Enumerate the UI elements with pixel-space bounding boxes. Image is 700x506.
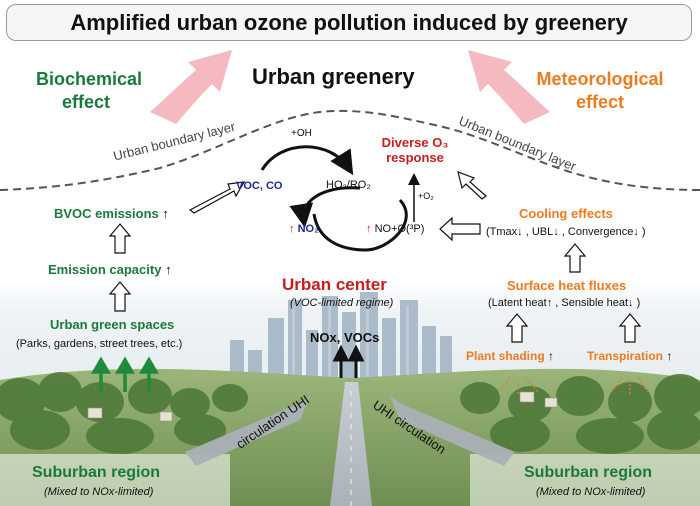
- transpiration-up-arrow-icon: ↑: [663, 349, 673, 363]
- biochemical-effect-label: Biochemical effect: [36, 69, 143, 112]
- voc-co-label: VOC, CO: [236, 180, 283, 192]
- capacity-text: Emission capacity: [48, 262, 162, 277]
- suburban-region-left-regime: (Mixed to NOx-limited): [44, 486, 154, 498]
- surface-heat-fluxes-label: Surface heat fluxes: [507, 278, 627, 293]
- urban-center-regime: (VOC-limited regime): [290, 297, 394, 309]
- hollow-arrow-shading-surface: [505, 313, 529, 343]
- ho2-ro2-label: HO₂/RO₂: [326, 179, 371, 191]
- page-title: Amplified urban ozone pollution induced …: [70, 9, 628, 35]
- transpiration-label: Transpiration ↑: [587, 349, 673, 363]
- cooling-effects-detail: (Tmax↓ , UBL↓ , Convergence↓ ): [486, 226, 646, 238]
- surface-heat-fluxes-detail: (Latent heat↑ , Sensible heat↓ ): [488, 297, 641, 309]
- oh-label: +OH: [291, 128, 312, 139]
- no-o-label: ↑ NO+O(³P): [366, 223, 424, 235]
- uhi-right-arrow: [390, 396, 515, 466]
- o3-response-line2: response: [386, 150, 444, 165]
- no2-curve-arrow: [289, 186, 361, 228]
- nox-vocs-label: NOx, VOCs: [310, 330, 380, 345]
- pink-arrow-right: [468, 50, 550, 124]
- bvoc-text: BVOC emissions: [54, 206, 159, 221]
- hollow-arrow-green-capacity: [108, 281, 132, 312]
- hollow-arrow-transpiration-surface: [618, 313, 642, 343]
- meteorological-effect-label: Meteorological effect: [536, 69, 664, 112]
- no-up-arrow-icon: ↑: [366, 223, 375, 235]
- no-o-text: NO+O(³P): [374, 223, 425, 235]
- cooling-effects-label: Cooling effects: [519, 206, 613, 221]
- plant-shading-label: Plant shading ↑: [466, 349, 555, 363]
- transpiration-text: Transpiration: [587, 349, 664, 363]
- no-curve-arrow: [312, 198, 408, 252]
- hollow-arrow-capacity-bvoc: [108, 223, 132, 254]
- title-banner: Amplified urban ozone pollution induced …: [6, 4, 692, 41]
- urban-greenery-heading: Urban greenery: [252, 64, 415, 89]
- capacity-up-arrow-icon: ↑: [161, 262, 172, 277]
- pink-arrow-left: [150, 50, 232, 124]
- hollow-arrow-cooling-no: [439, 216, 481, 242]
- green-spaces-examples: (Parks, gardens, street trees, etc.): [16, 338, 183, 350]
- hollow-arrow-cooling-o3: [457, 171, 487, 200]
- oh-curve-arrow: [260, 145, 354, 176]
- o2-label: +O₂: [418, 191, 434, 201]
- suburban-region-right-regime: (Mixed to NOx-limited): [536, 486, 646, 498]
- suburban-region-left: Suburban region: [32, 464, 160, 481]
- urban-green-spaces-label: Urban green spaces: [50, 317, 175, 332]
- suburban-region-right: Suburban region: [524, 464, 652, 481]
- o3-response-line1: Diverse O₃: [381, 135, 449, 150]
- bvoc-emissions-label: BVOC emissions ↑: [54, 206, 169, 221]
- no2-label: ↑ NO₂: [289, 223, 319, 235]
- uhi-left-arrow: [185, 396, 310, 466]
- urban-center-label: Urban center: [282, 275, 387, 294]
- emission-capacity-label: Emission capacity ↑: [48, 262, 172, 277]
- bvoc-up-arrow-icon: ↑: [158, 206, 169, 221]
- boundary-layer-line: [0, 109, 700, 191]
- shading-up-arrow-icon: ↑: [544, 349, 555, 363]
- hollow-arrow-surface-cooling: [563, 243, 587, 273]
- shading-text: Plant shading: [466, 349, 545, 363]
- no2-up-arrow-icon: ↑: [289, 223, 298, 235]
- no2-text: NO₂: [297, 223, 319, 235]
- hollow-arrow-bvoc-voc: [188, 181, 246, 214]
